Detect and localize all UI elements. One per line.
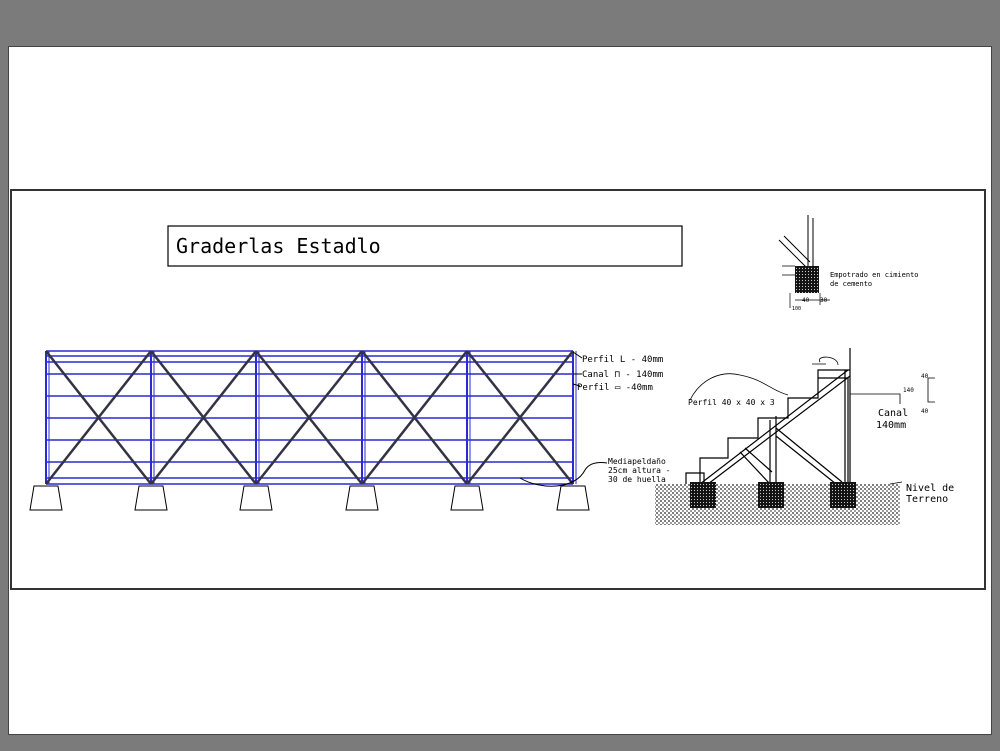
footing <box>556 485 590 511</box>
footing <box>345 485 379 511</box>
dim-top: 40 <box>921 373 929 380</box>
stand-labels: Perfil 40 x 40 x 3 Canal 140mm 40 140 40… <box>688 373 954 505</box>
label-empotrado-1: Empotrado en cimiento <box>830 271 919 279</box>
title-box <box>167 225 683 267</box>
label-perfil-40: Perfil 40 x 40 x 3 <box>688 398 775 407</box>
detail-dim-c: 100 <box>792 306 801 312</box>
truss-brace <box>361 350 468 485</box>
label-mediapeldano-2: 25cm altura - <box>608 466 671 475</box>
footing <box>239 485 273 511</box>
truss-elevation <box>45 350 577 485</box>
footing <box>450 485 484 511</box>
truss-brace <box>466 350 574 485</box>
truss-brace <box>150 350 257 485</box>
stand-section <box>655 348 935 525</box>
truss-footings <box>29 485 590 511</box>
dim-bot: 40 <box>921 408 929 415</box>
label-mediapeldano-3: 30 de huella <box>608 475 666 484</box>
detail-dim-a: 40 <box>802 297 810 304</box>
label-canal: Canal ⊓ - 140mm <box>582 370 663 380</box>
dim-mid: 140 <box>903 387 914 394</box>
label-perfil-l: Perfil L - 40mm <box>582 355 663 365</box>
anchor-detail-labels: Empotrado en cimiento de cemento 40 30 1… <box>792 271 919 312</box>
truss-labels: Perfil L - 40mm Canal ⊓ - 140mm Perfil ▭… <box>519 351 671 487</box>
truss-brace <box>45 350 152 485</box>
label-canal-1: Canal <box>878 408 908 419</box>
label-empotrado-2: de cemento <box>830 280 872 288</box>
label-nivel-2: Terreno <box>906 494 948 505</box>
truss-brace <box>255 350 363 485</box>
label-nivel-1: Nivel de <box>906 483 954 494</box>
detail-dim-b: 30 <box>820 297 828 304</box>
label-perfil-box: Perfil ▭ -40mm <box>577 383 653 393</box>
drawing-title: Graderlas Estadlo <box>176 234 381 258</box>
footing <box>29 485 63 511</box>
anchor-detail <box>778 215 830 308</box>
footing <box>134 485 168 511</box>
label-canal-2: 140mm <box>876 420 906 431</box>
label-mediapeldano-1: Mediapeldaño <box>608 457 666 466</box>
viewport-frame <box>10 189 986 590</box>
